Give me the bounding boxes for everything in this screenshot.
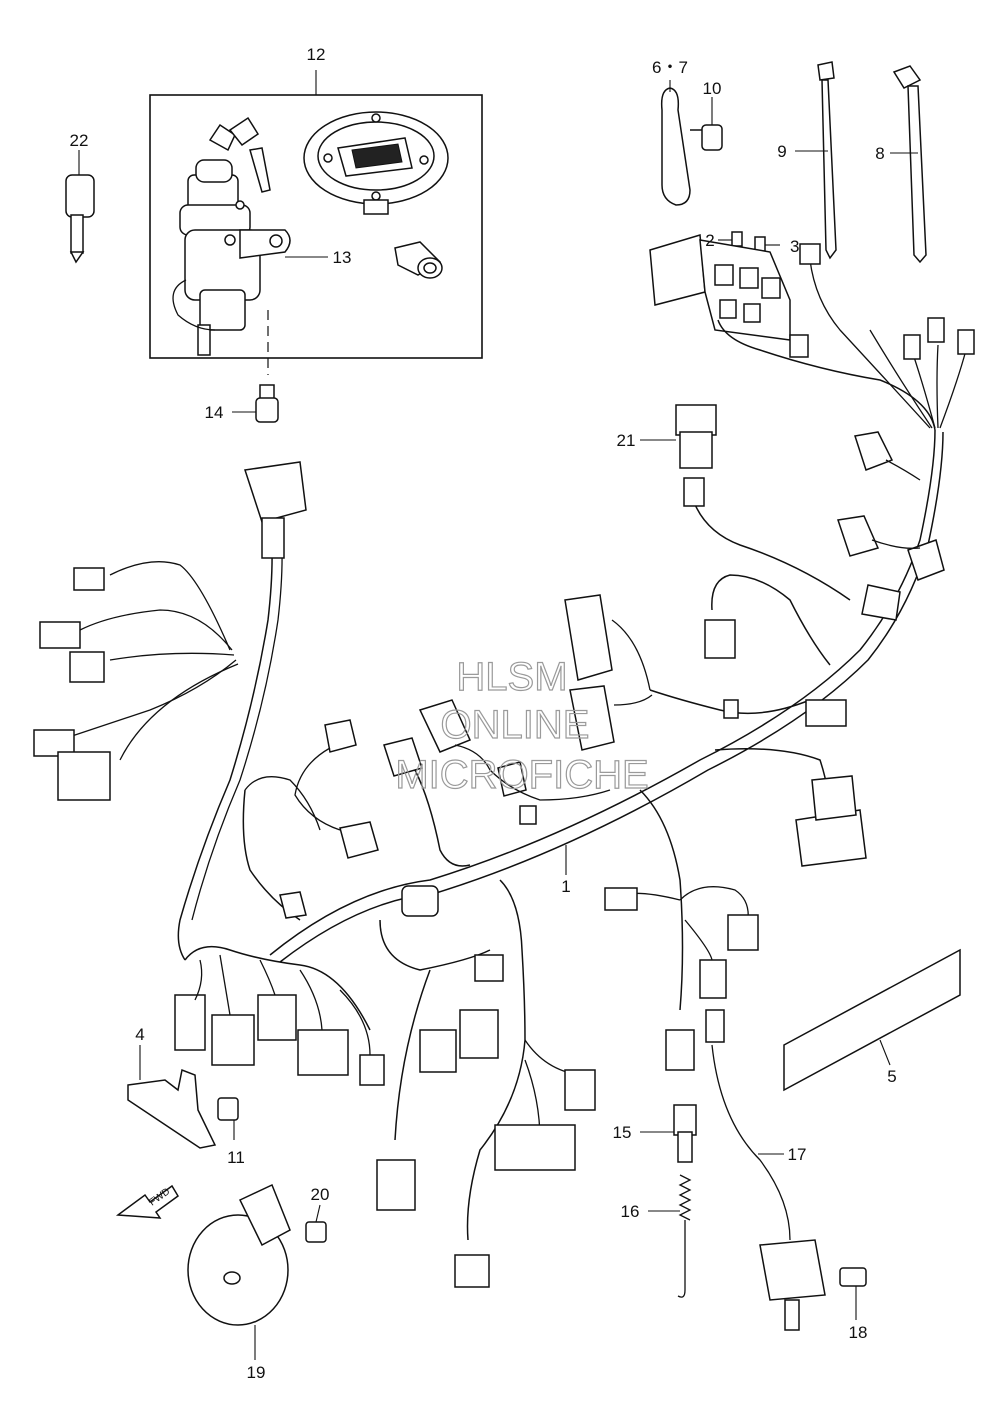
brake-switch [640, 1104, 697, 1163]
watermark-line-2: ONLINE [441, 703, 590, 747]
callout-4: 4 [135, 1025, 144, 1044]
watermark: HLSM ONLINE MICROFICHE [395, 654, 650, 797]
main-wiring-harness [33, 243, 975, 1288]
callout-18: 18 [849, 1323, 868, 1342]
callout-15: 15 [613, 1123, 632, 1142]
fuse-box [649, 231, 791, 341]
ignition-key [65, 150, 95, 264]
horn [187, 1183, 327, 1360]
callout-3: 3 [790, 237, 799, 256]
seat-lock [394, 241, 443, 279]
callout-20: 20 [311, 1185, 330, 1204]
callout-17: 17 [788, 1145, 807, 1164]
relay-21 [640, 404, 717, 469]
cable-tie-9 [795, 61, 837, 260]
forward-direction-arrow [115, 1184, 179, 1219]
bracket-4 [127, 1045, 239, 1149]
watermark-line-1: HLSM [456, 655, 567, 699]
callout-2: 2 [705, 231, 714, 250]
harness-clamp [660, 80, 723, 206]
callout-5: 5 [887, 1067, 896, 1086]
callout-6-7: 6・7 [652, 58, 688, 77]
callout-11: 11 [227, 1148, 245, 1167]
callout-19: 19 [247, 1363, 266, 1382]
fuel-tank-cap [303, 111, 449, 215]
return-spring [648, 1174, 692, 1298]
callout-14: 14 [205, 403, 224, 422]
label-sheet [783, 948, 961, 1092]
watermark-line-3: MICROFICHE [395, 753, 648, 797]
callouts: 1 2 3 4 5 6・7 8 9 10 11 12 13 14 15 16 1… [70, 45, 897, 1382]
callout-9: 9 [777, 142, 786, 161]
callout-13: 13 [333, 248, 352, 267]
ignition-switch [172, 116, 291, 356]
callout-10: 10 [703, 79, 722, 98]
callout-16: 16 [621, 1202, 640, 1221]
callout-8: 8 [875, 144, 884, 163]
callout-12: 12 [307, 45, 326, 64]
side-stand-switch [705, 1009, 867, 1331]
cable-tie-8 [890, 65, 927, 264]
callout-21: 21 [617, 431, 636, 450]
callout-22: 22 [70, 131, 89, 150]
callout-1: 1 [561, 877, 570, 896]
screw-14 [232, 384, 279, 423]
ignition-set-group [149, 70, 483, 375]
